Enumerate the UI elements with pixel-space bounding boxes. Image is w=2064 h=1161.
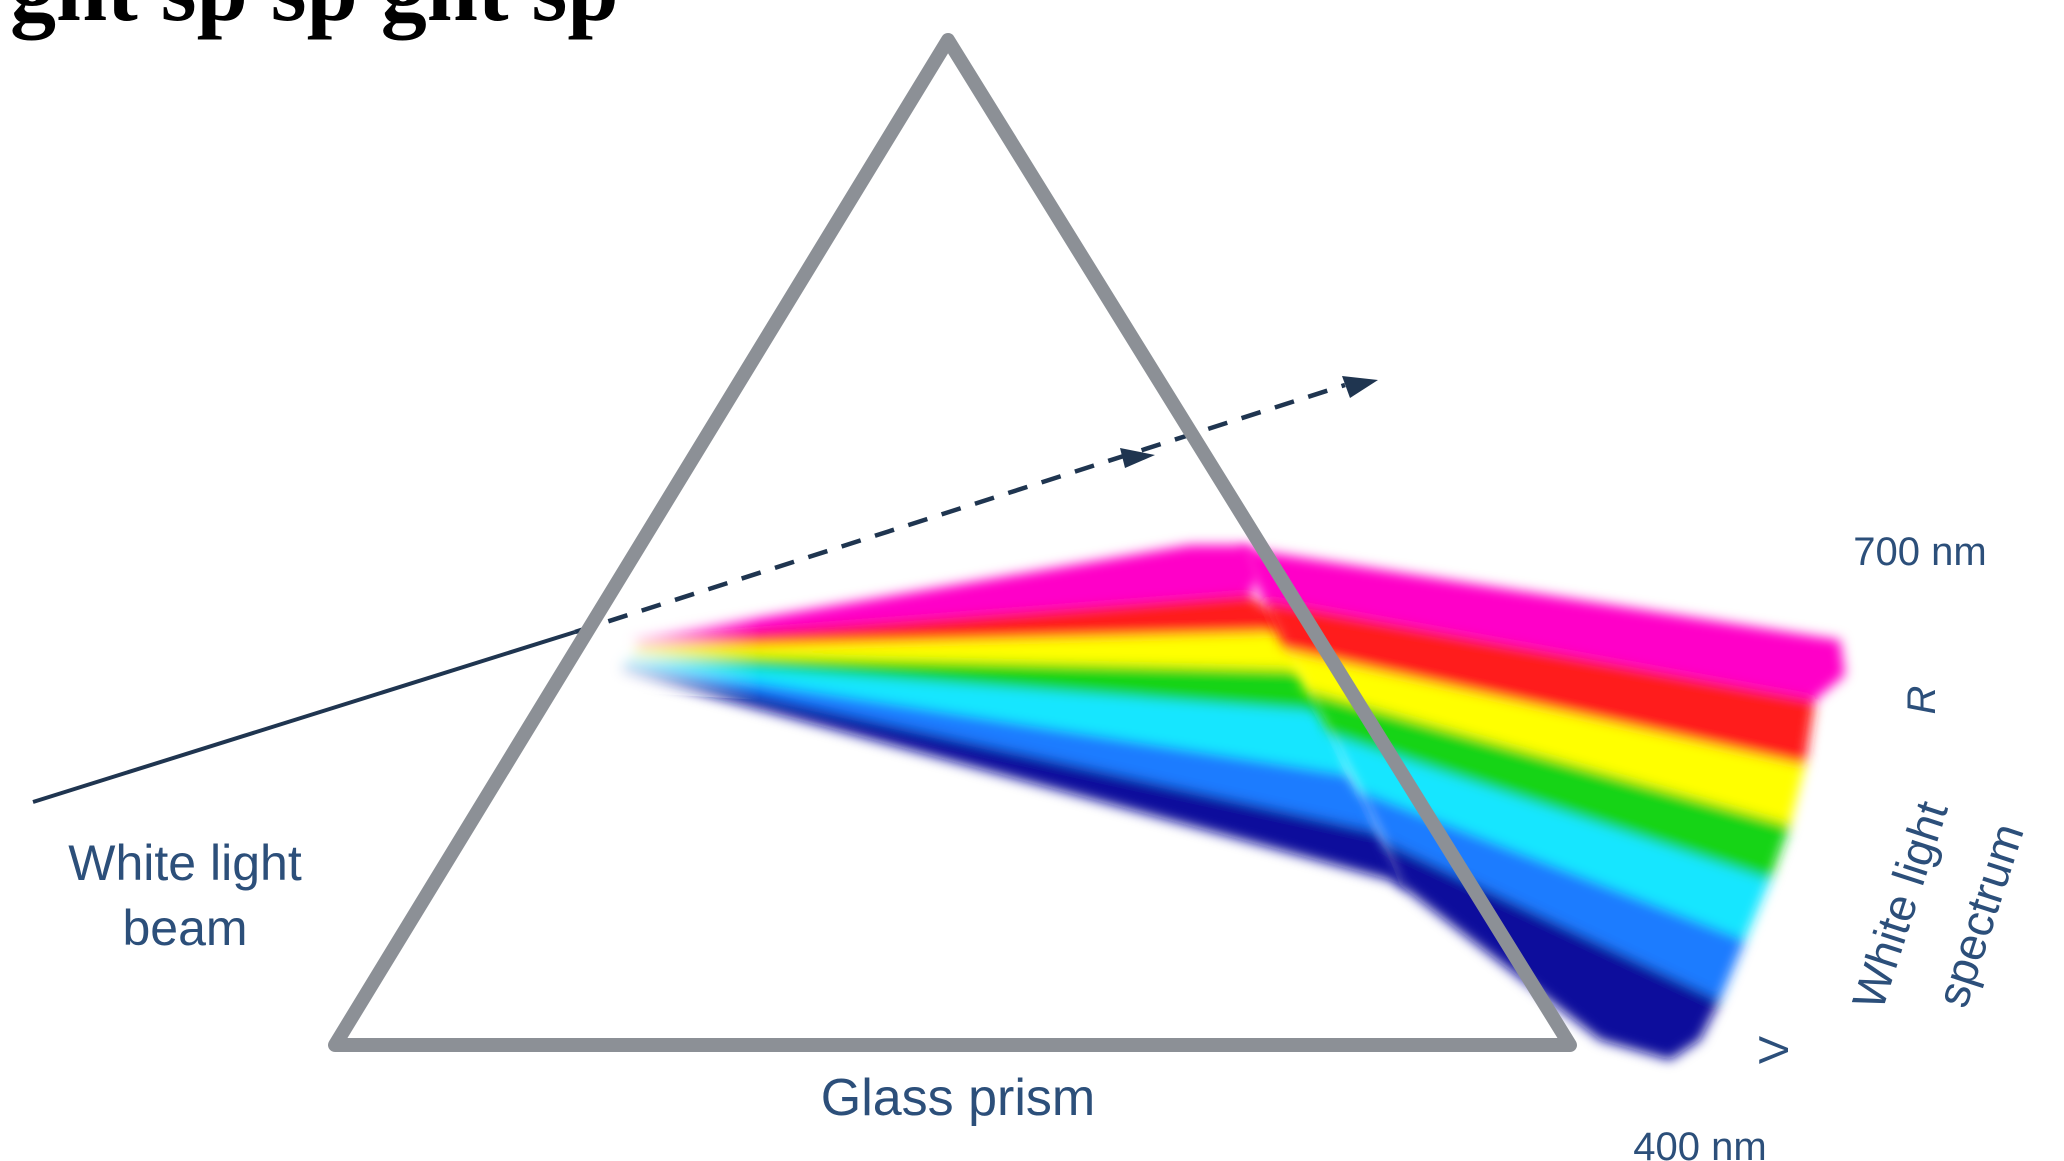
band-yellow-inner [632, 632, 1305, 670]
external-spectrum [1240, 548, 1845, 1060]
arrow-head-middle [1120, 448, 1155, 468]
incident-beam-line [32, 630, 576, 804]
spectrum-label: White light spectrum [1842, 795, 2034, 1016]
band-violet-outer [1382, 840, 1720, 1060]
band-blue-inner [622, 662, 1380, 832]
incident-label-line1: White light [68, 835, 302, 891]
wavelength-400nm-label: 400 nm [1633, 1125, 1766, 1161]
prism-label: Glass prism [821, 1069, 1095, 1127]
band-red-outer [1262, 600, 1815, 765]
header-text: ght sp sp ght sp [10, 0, 619, 40]
spectrum-origin-fade [590, 600, 760, 700]
incident-label-line2: beam [122, 900, 247, 956]
band-green-inner [628, 654, 1325, 712]
glass-prism-outline [328, 33, 1577, 1052]
wavelength-700nm-label: 700 nm [1853, 530, 1986, 574]
band-red-label: R [1900, 686, 1944, 715]
arrow-head-end [1342, 376, 1378, 398]
band-violet-label: V [1750, 1036, 1797, 1064]
band-blue-outer [1358, 790, 1745, 1000]
band-violet-inner [620, 665, 1410, 890]
internal-spectrum [620, 545, 1410, 890]
band-magenta-outer [1240, 548, 1845, 700]
undeviated-path-line [574, 382, 1346, 635]
band-yellow-outer [1285, 650, 1805, 825]
band-cyan-outer [1330, 735, 1770, 940]
band-green-outer [1305, 690, 1790, 880]
band-magenta-inner [630, 545, 1262, 645]
band-cyan-inner [625, 658, 1350, 775]
incident-beam-label: White light beam [68, 835, 302, 956]
